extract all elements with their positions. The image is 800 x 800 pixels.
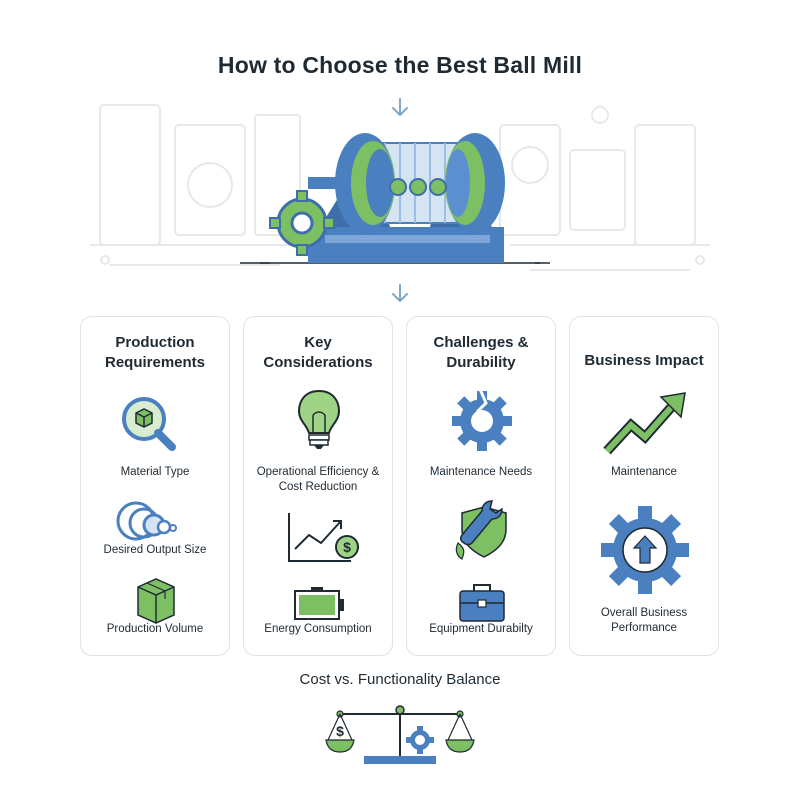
item-label: Maintenance Needs bbox=[429, 466, 533, 478]
trend-dollar-icon: $ bbox=[269, 503, 369, 573]
magnifier-cube-icon bbox=[106, 389, 206, 459]
item-label: Overall Business Performance bbox=[600, 607, 688, 634]
growth-arrow-icon bbox=[595, 389, 695, 459]
card-challenges-durability: Challenges & Durability Maintenance bbox=[406, 316, 556, 656]
card-production-requirements: Production Requirements Material Type De… bbox=[80, 316, 230, 656]
arrow-down-icon bbox=[388, 97, 412, 119]
card-title: Key Considerations bbox=[263, 334, 373, 371]
svg-text:$: $ bbox=[336, 723, 344, 739]
item-label: Equipment Durabilty bbox=[429, 623, 533, 635]
item-label: Energy Consumption bbox=[264, 623, 372, 635]
page-title: How to Choose the Best Ball Mill bbox=[217, 52, 583, 78]
balance-scale-icon: $ bbox=[320, 700, 480, 770]
balance-label: Cost vs. Functionality Balance bbox=[299, 671, 501, 688]
concentric-circles-icon bbox=[106, 489, 206, 559]
ball-mill-illustration bbox=[80, 95, 720, 300]
svg-text:$: $ bbox=[343, 539, 351, 555]
toolbox-icon bbox=[432, 573, 532, 643]
card-title: Challenges & Durability bbox=[433, 334, 529, 371]
broken-gear-icon bbox=[432, 387, 532, 457]
item-label: Material Type bbox=[120, 466, 190, 478]
item-label: Maintenance bbox=[611, 466, 677, 478]
card-business-impact: Business Impact Maintenance bbox=[569, 316, 719, 656]
wrench-shield-icon bbox=[432, 495, 532, 565]
card-key-considerations: Key Considerations Operational Efficienc… bbox=[243, 316, 393, 656]
item-label: Production Volume bbox=[106, 623, 204, 635]
gear-up-arrow-icon bbox=[590, 505, 700, 595]
battery-icon bbox=[269, 577, 369, 647]
arrow-down-icon bbox=[388, 283, 412, 305]
card-title: Production Requirements bbox=[104, 334, 206, 371]
lightbulb-icon bbox=[269, 385, 369, 455]
item-label: Operational Efficiency & Cost Reduction bbox=[256, 466, 380, 493]
card-title: Business Impact bbox=[584, 352, 704, 369]
box-icon bbox=[106, 569, 206, 639]
item-label: Desired Output Size bbox=[103, 544, 207, 556]
